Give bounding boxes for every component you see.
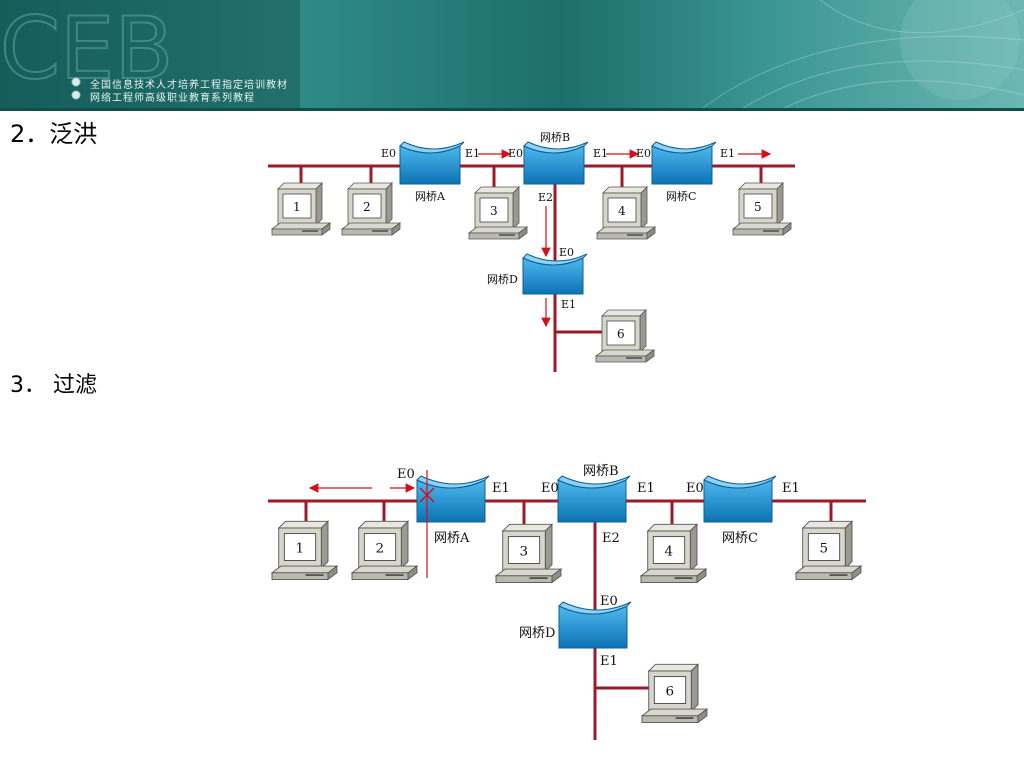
bridge-a — [416, 475, 490, 523]
port-label: E1 — [720, 147, 735, 160]
bridge-c — [703, 475, 777, 523]
port-label: E1 — [782, 481, 800, 496]
host-computer: 6 — [595, 309, 655, 363]
host-number: 4 — [618, 204, 626, 218]
bridge-d — [558, 601, 632, 649]
host-computer: 5 — [732, 182, 792, 236]
host-computer: 4 — [640, 523, 707, 584]
host-number: 1 — [296, 542, 305, 557]
heading-flooding: 2．泛洪 — [10, 120, 98, 148]
host-computer: 2 — [341, 182, 401, 236]
port-label: E2 — [538, 191, 553, 204]
port-label: E1 — [465, 147, 480, 160]
port-label: E1 — [637, 481, 655, 496]
flooding-diagram: 网桥A 网桥B 网桥C 网桥D E0 E1 E0 E1 E2 E0 E1 E0 … — [268, 131, 795, 372]
host-number: 3 — [520, 545, 529, 560]
header-banner: CEB 全国信息技术人才培养工程指定培训教材 网络工程师高级职业教育系列教程 — [0, 0, 1024, 110]
port-label: E2 — [602, 531, 620, 546]
bridge-b-label: 网桥B — [583, 464, 619, 479]
heading-filtering: 3． 过滤 — [10, 373, 97, 398]
port-label: E0 — [636, 147, 651, 160]
bridge-c — [651, 141, 717, 185]
filtering-diagram: 网桥A 网桥B 网桥C 网桥D E0 E1 E0 E1 E2 E0 E1 E0 … — [268, 464, 866, 740]
host-number: 4 — [665, 545, 674, 560]
bridge-b-label: 网桥B — [540, 131, 570, 144]
banner-divider — [0, 108, 1024, 111]
port-label: E0 — [600, 594, 618, 609]
bridge-a — [399, 141, 465, 185]
host-number: 2 — [363, 200, 371, 214]
bridge-c-label: 网桥C — [666, 190, 696, 203]
host-computer: 2 — [351, 520, 418, 581]
banner-subtitle-2: 网络工程师高级职业教育系列教程 — [90, 93, 255, 104]
host-computer: 1 — [271, 520, 338, 581]
host-number: 3 — [490, 204, 498, 218]
bridge-b — [523, 141, 589, 185]
bridge-a-label: 网桥A — [434, 531, 470, 546]
block-x-icon — [419, 487, 435, 503]
bullet-icon — [71, 77, 81, 100]
port-label: E0 — [559, 246, 574, 259]
host-number: 6 — [617, 327, 625, 341]
port-label: E0 — [508, 147, 523, 160]
host-computer: 3 — [468, 186, 528, 240]
port-label: E0 — [397, 467, 415, 482]
host-number: 5 — [820, 542, 829, 557]
bridge-d-label: 网桥D — [519, 626, 555, 641]
host-number: 6 — [666, 685, 675, 700]
bridge-c-label: 网桥C — [722, 531, 758, 546]
port-label: E0 — [686, 481, 704, 496]
host-computer: 6 — [641, 663, 708, 724]
bridge-a-label: 网桥A — [415, 190, 446, 203]
port-label: E1 — [561, 298, 576, 311]
host-number: 5 — [754, 200, 762, 214]
host-number: 1 — [293, 200, 301, 214]
port-label: E1 — [492, 481, 510, 496]
banner-decoration: CEB — [0, 0, 1024, 110]
bridge-b — [557, 475, 631, 523]
svg-text:CEB: CEB — [0, 0, 173, 99]
host-computer: 1 — [271, 182, 331, 236]
host-computer: 4 — [596, 186, 656, 240]
port-label: E1 — [593, 147, 608, 160]
port-label: E0 — [541, 481, 559, 496]
host-computer: 3 — [495, 523, 562, 584]
port-label: E0 — [381, 147, 396, 160]
banner-subtitle-1: 全国信息技术人才培养工程指定培训教材 — [90, 80, 288, 91]
host-computer: 5 — [795, 520, 862, 581]
bridge-d-label: 网桥D — [487, 273, 518, 286]
host-number: 2 — [376, 542, 385, 557]
bridge-d — [522, 253, 588, 295]
port-label: E1 — [600, 654, 618, 669]
